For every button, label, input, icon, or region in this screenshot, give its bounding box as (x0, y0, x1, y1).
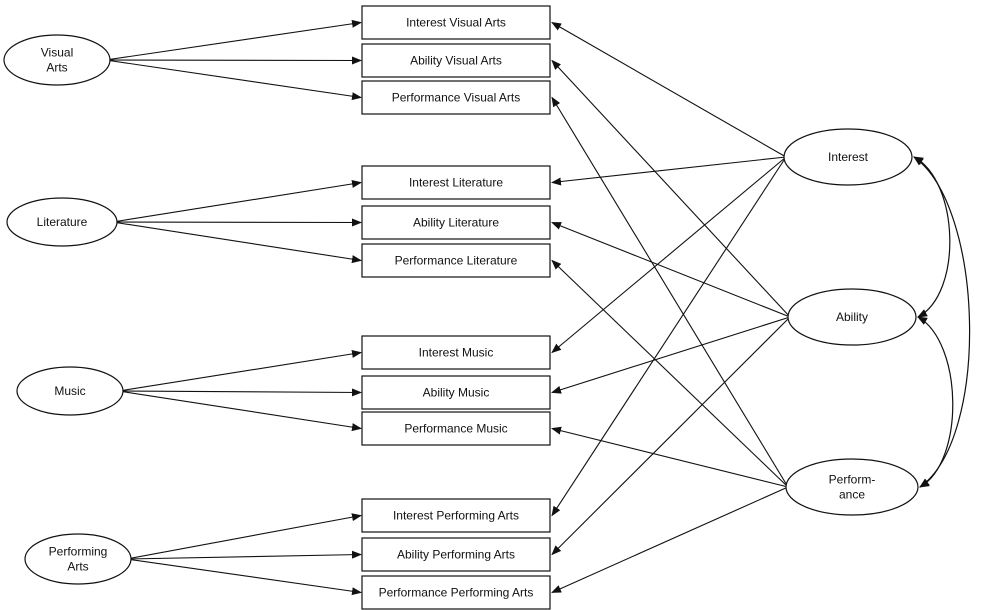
path-performing-arts-to-performance-performing-arts (126, 558, 362, 596)
domain-visual-arts-label-line-1: Visual (41, 46, 73, 60)
indicator-ability-literature: Ability Literature (361, 205, 551, 240)
indicator-performance-visual-arts-label: Performance Visual Arts (392, 91, 521, 105)
indicator-interest-music-box (361, 335, 551, 370)
path-literature-to-interest-literature (112, 179, 362, 223)
indicator-ability-visual-arts: Ability Visual Arts (361, 43, 551, 78)
domain-music-ellipse (16, 366, 124, 416)
path-ability-to-ability-visual-arts (551, 59, 791, 318)
factor-performance-label-line-2: ance (839, 488, 865, 502)
paths-layer (105, 19, 791, 596)
path-music-to-performance-music (118, 390, 362, 432)
indicator-interest-literature-label: Interest Literature (409, 176, 503, 190)
path-performing-arts-to-ability-performing-arts (126, 550, 362, 560)
indicator-ability-music-box (361, 375, 551, 410)
factor-interest-label-line-1: Interest (828, 150, 869, 164)
domain-music-label-line-1: Music (54, 384, 85, 398)
covariances-layer (913, 156, 971, 488)
path-music-to-interest-music (118, 349, 362, 392)
factor-ability: Ability (787, 288, 917, 346)
path-literature-to-ability-literature (112, 218, 362, 227)
path-performing-arts-to-interest-performing-arts (126, 513, 362, 560)
indicator-performance-performing-arts-label: Performance Performing Arts (379, 586, 534, 600)
indicator-ability-visual-arts-box (361, 43, 551, 78)
domain-performing-arts-ellipse (24, 533, 132, 585)
indicator-performance-performing-arts-box (361, 575, 551, 610)
path-ability-to-ability-performing-arts (551, 316, 791, 556)
indicator-ability-performing-arts: Ability Performing Arts (361, 537, 551, 572)
indicator-interest-music: Interest Music (361, 335, 551, 370)
indicator-performance-literature: Performance Literature (361, 243, 551, 278)
indicator-ability-music-label: Ability Music (423, 386, 490, 400)
domain-literature: Literature (6, 197, 118, 247)
indicator-performance-visual-arts: Performance Visual Arts (361, 80, 551, 115)
path-literature-to-performance-literature (112, 221, 362, 264)
indicator-performance-music: Performance Music (361, 411, 551, 446)
path-interest-to-interest-performing-arts (551, 156, 787, 517)
path-performance-to-performance-music (551, 426, 789, 488)
domain-literature-label-line-1: Literature (37, 215, 88, 229)
path-music-to-ability-music (118, 388, 362, 397)
indicator-interest-literature-box (361, 165, 551, 200)
indicator-interest-performing-arts-label: Interest Performing Arts (393, 509, 519, 523)
indicator-performance-literature-box (361, 243, 551, 278)
domain-performing-arts-label-line-1: Performing (49, 545, 108, 559)
indicator-ability-literature-label: Ability Literature (413, 216, 499, 230)
path-interest-to-interest-literature (551, 156, 787, 186)
indicator-ability-literature-box (361, 205, 551, 240)
domain-visual-arts-ellipse (3, 34, 111, 86)
nodes-layer: VisualArtsLiteratureMusicPerformingArtsI… (3, 5, 919, 610)
domain-music: Music (16, 366, 124, 416)
indicator-interest-music-label: Interest Music (419, 346, 494, 360)
factor-performance-ellipse (785, 458, 919, 516)
factor-interest: Interest (783, 128, 913, 186)
path-visual-arts-to-ability-visual-arts (105, 56, 362, 65)
indicator-ability-music: Ability Music (361, 375, 551, 410)
covariance-interest-performance (913, 156, 971, 488)
path-interest-to-interest-visual-arts (551, 22, 787, 158)
factor-interest-ellipse (783, 128, 913, 186)
path-visual-arts-to-interest-visual-arts (105, 19, 362, 61)
indicator-performance-performing-arts: Performance Performing Arts (361, 575, 551, 610)
path-ability-to-ability-music (551, 316, 791, 394)
factor-ability-ellipse (787, 288, 917, 346)
indicator-interest-performing-arts: Interest Performing Arts (361, 498, 551, 533)
indicator-performance-visual-arts-box (361, 80, 551, 115)
path-visual-arts-to-performance-visual-arts (105, 59, 362, 101)
indicator-interest-literature: Interest Literature (361, 165, 551, 200)
path-performance-to-performance-visual-arts (551, 96, 789, 488)
path-performance-to-performance-performing-arts (551, 486, 789, 594)
indicator-performance-literature-label: Performance Literature (395, 254, 518, 268)
factor-performance-label-line-1: Perform- (829, 473, 876, 487)
factor-performance: Perform-ance (785, 458, 919, 516)
indicator-performance-music-label: Performance Music (404, 422, 507, 436)
path-ability-to-ability-literature (551, 221, 791, 318)
domain-literature-ellipse (6, 197, 118, 247)
path-interest-to-interest-music (551, 156, 787, 354)
indicator-interest-visual-arts-box (361, 5, 551, 40)
indicator-ability-performing-arts-box (361, 537, 551, 572)
path-performance-to-performance-literature (551, 259, 789, 488)
domain-visual-arts-label-line-2: Arts (46, 61, 67, 75)
covariance-interest-ability (913, 156, 951, 318)
factor-ability-label-line-1: Ability (836, 310, 868, 324)
indicator-interest-visual-arts: Interest Visual Arts (361, 5, 551, 40)
covariance-ability-performance (917, 316, 954, 488)
indicator-ability-performing-arts-label: Ability Performing Arts (397, 548, 515, 562)
indicator-ability-visual-arts-label: Ability Visual Arts (410, 54, 502, 68)
indicator-performance-music-box (361, 411, 551, 446)
indicator-interest-performing-arts-box (361, 498, 551, 533)
domain-performing-arts-label-line-2: Arts (67, 560, 88, 574)
indicator-interest-visual-arts-label: Interest Visual Arts (406, 16, 506, 30)
